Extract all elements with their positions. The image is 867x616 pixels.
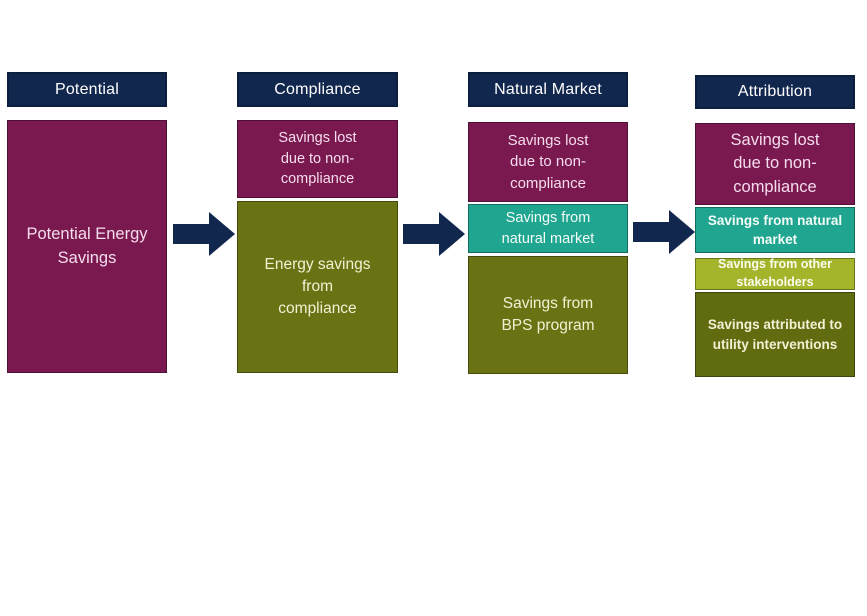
block-label: Savings lost due to non- compliance <box>507 132 589 192</box>
column-header-label: Attribution <box>737 83 813 100</box>
block-savings-natural-market: Savings from natural market <box>695 207 855 253</box>
column-header-label: Compliance <box>274 80 361 98</box>
column-header-attribution: Attribution <box>695 75 855 109</box>
block-savings-other-stakeholders: Savings from other stakeholders <box>695 257 855 290</box>
block-savings-lost-noncompliance: Savings lost due to non- compliance <box>695 123 855 205</box>
column-compliance: Compliance Savings lost due to non- comp… <box>237 72 398 373</box>
block-label: Potential Energy Savings <box>26 225 148 267</box>
column-natural-market: Natural Market Savings lost due to non- … <box>468 72 628 374</box>
block-savings-lost-noncompliance: Savings lost due to non- compliance <box>237 120 398 198</box>
block-label: Savings lost due to non- compliance <box>278 130 357 188</box>
block-label: Savings from other stakeholders <box>718 257 832 289</box>
block-potential-energy-savings: Potential Energy Savings <box>7 120 167 373</box>
column-header-potential: Potential <box>7 72 167 107</box>
block-savings-utility-interventions: Savings attributed to utility interventi… <box>695 292 855 377</box>
arrow-right-icon <box>633 210 695 254</box>
block-energy-savings-compliance: Energy savings from compliance <box>237 201 398 373</box>
block-label: Savings lost due to non- compliance <box>730 130 820 196</box>
column-attribution: Attribution Savings lost due to non- com… <box>695 75 855 377</box>
block-savings-lost-noncompliance: Savings lost due to non- compliance <box>468 122 628 202</box>
block-label: Savings from BPS program <box>501 295 595 334</box>
block-savings-natural-market: Savings from natural market <box>468 204 628 253</box>
arrow-right-icon <box>173 212 235 256</box>
column-header-natural-market: Natural Market <box>468 72 628 107</box>
column-header-label: Potential <box>54 80 120 98</box>
column-header-compliance: Compliance <box>237 72 398 107</box>
column-potential: Potential Potential Energy Savings <box>7 72 167 373</box>
column-header-label: Natural Market <box>494 80 602 98</box>
arrow-right-icon <box>403 212 465 256</box>
block-savings-bps-program: Savings from BPS program <box>468 256 628 374</box>
block-label: Savings attributed to utility interventi… <box>707 317 843 352</box>
block-label: Savings from natural market <box>501 209 595 247</box>
block-label: Energy savings from compliance <box>264 256 371 317</box>
block-label: Savings from natural market <box>707 212 843 247</box>
